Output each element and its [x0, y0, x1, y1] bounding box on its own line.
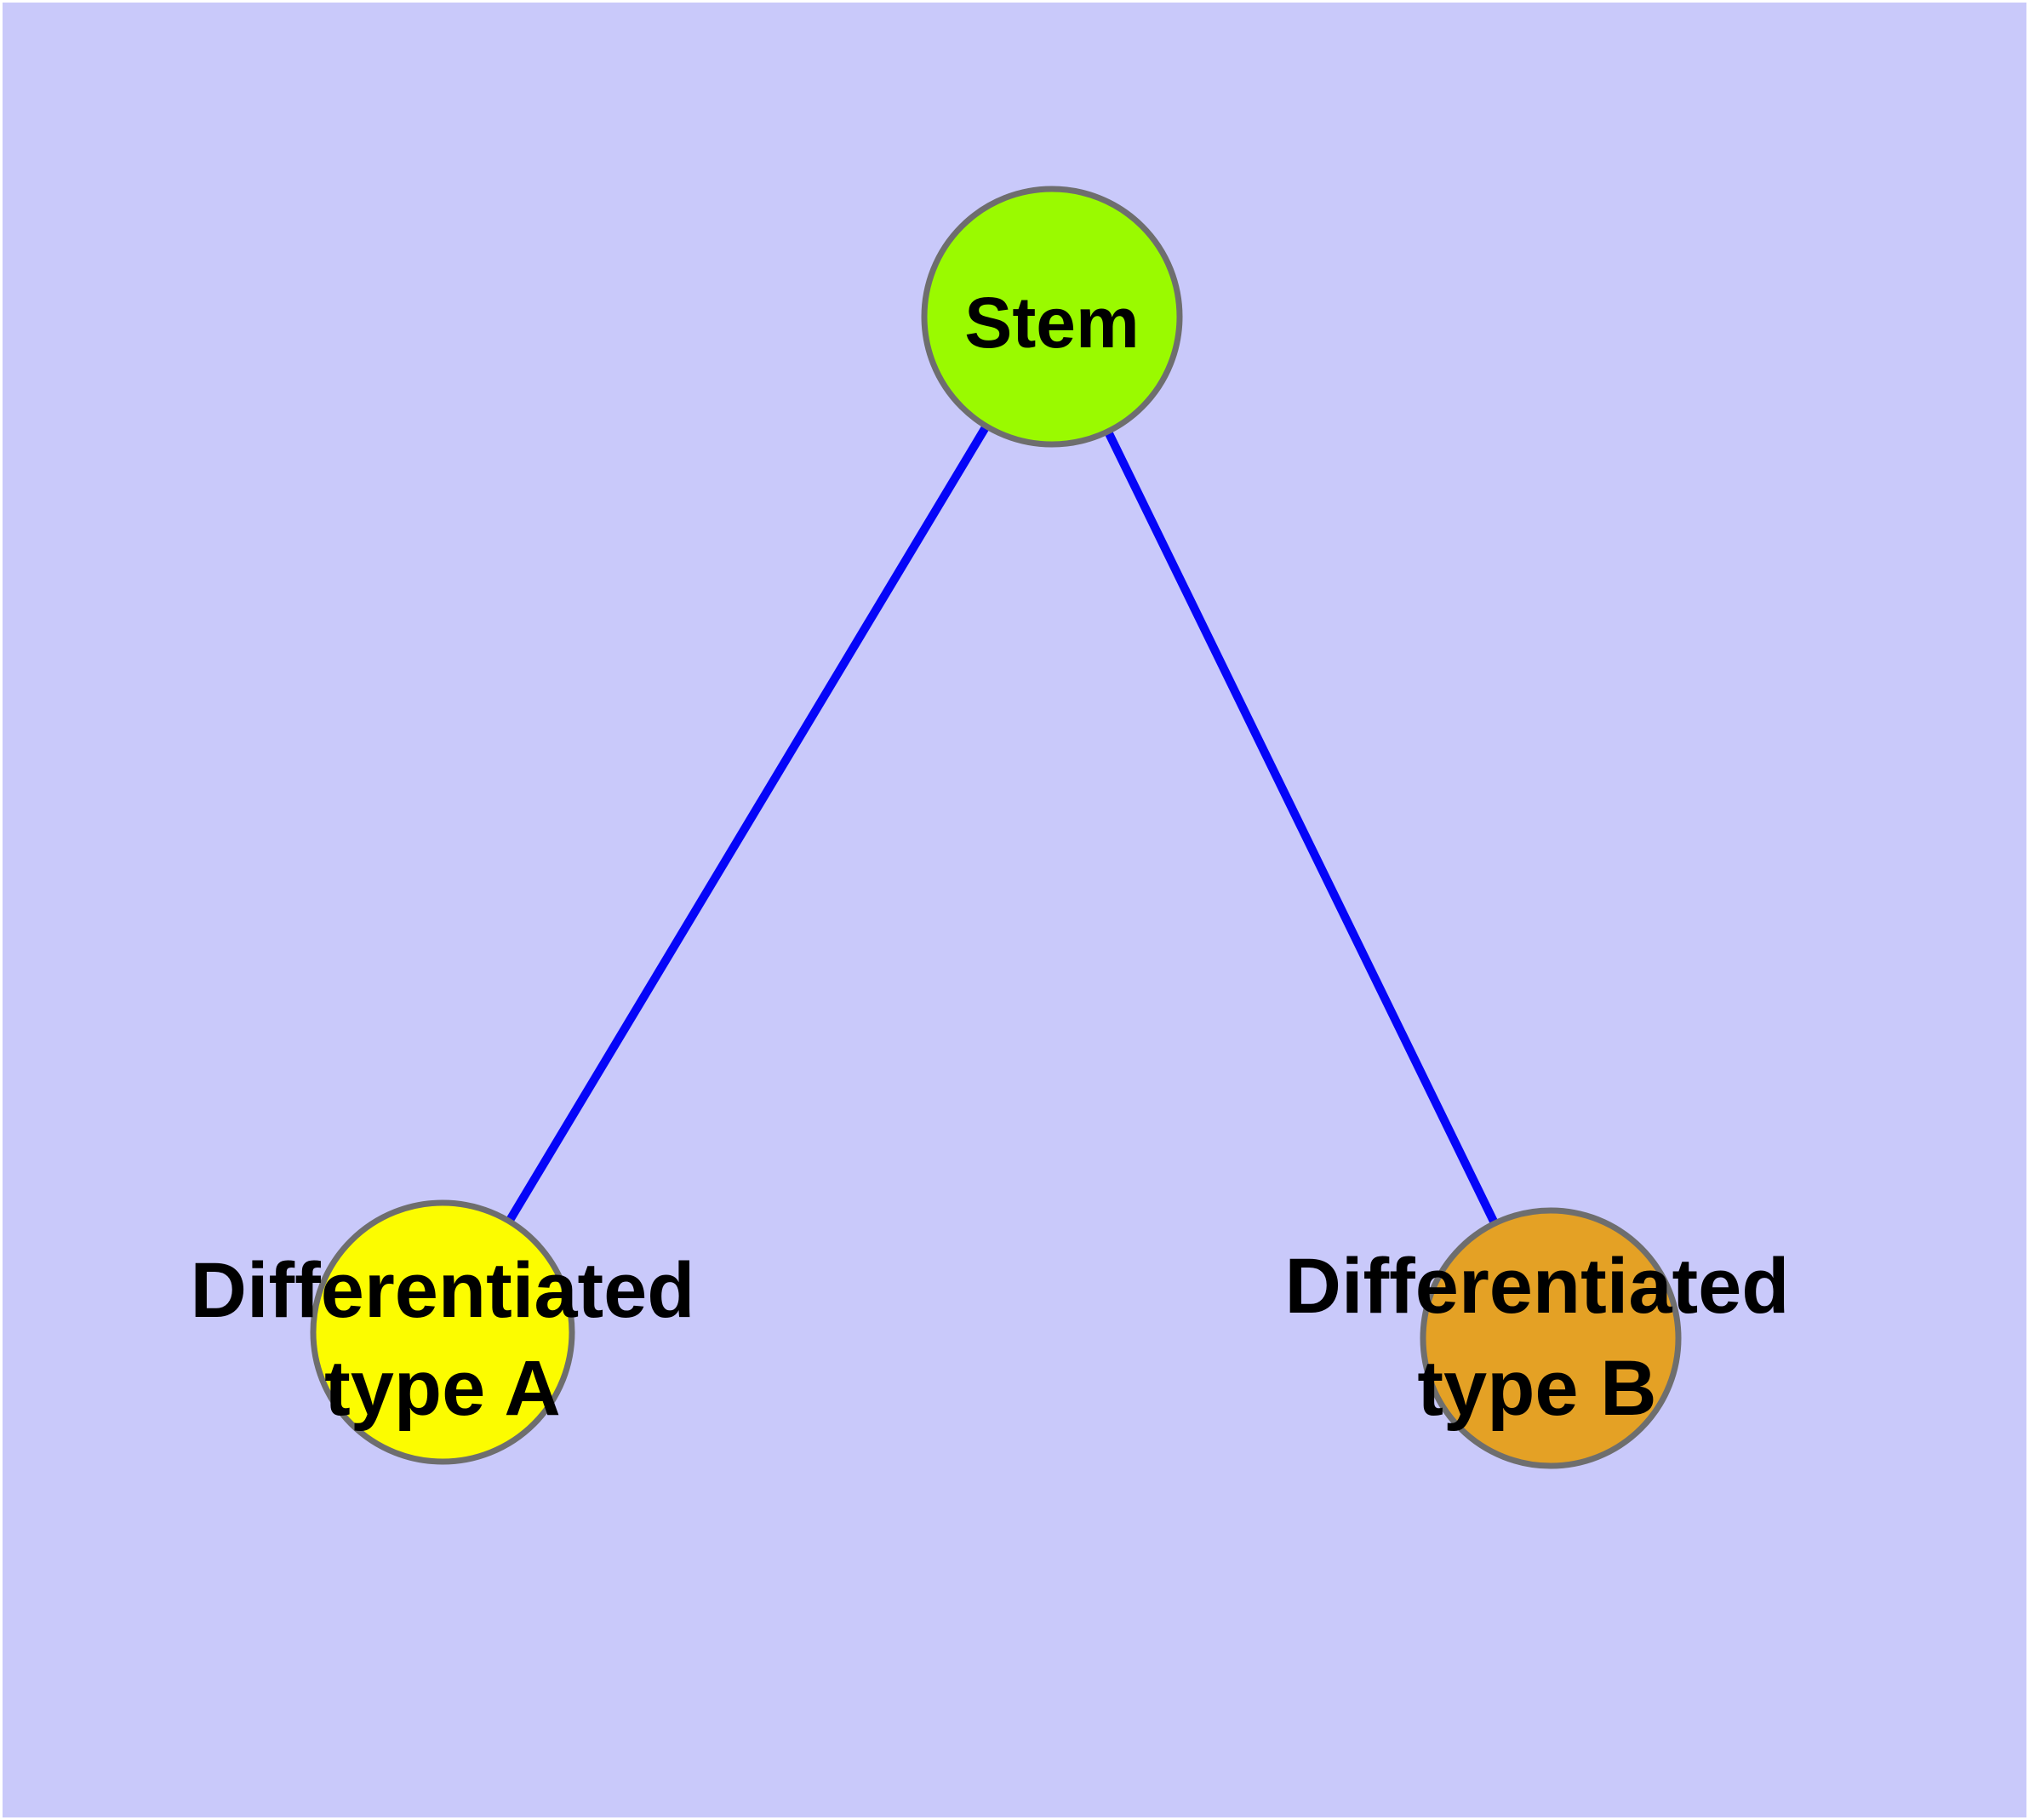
differentiated-type-a-label-line2: type A	[324, 1345, 561, 1432]
differentiated-type-a-node	[310, 1199, 575, 1465]
differentiated-type-b-label-line2: type B	[1417, 1345, 1656, 1432]
edge-stem-to-type-b	[1048, 314, 1555, 1341]
differentiated-type-b-node	[1420, 1207, 1682, 1469]
stem-node-label: Stem	[964, 283, 1139, 363]
stem-node	[921, 186, 1183, 448]
differentiated-type-a-label-line1: Differentiated	[191, 1247, 695, 1334]
differentiated-type-b-label-line1: Differentiated	[1285, 1243, 1790, 1330]
edge-stem-to-type-a	[438, 314, 1056, 1335]
